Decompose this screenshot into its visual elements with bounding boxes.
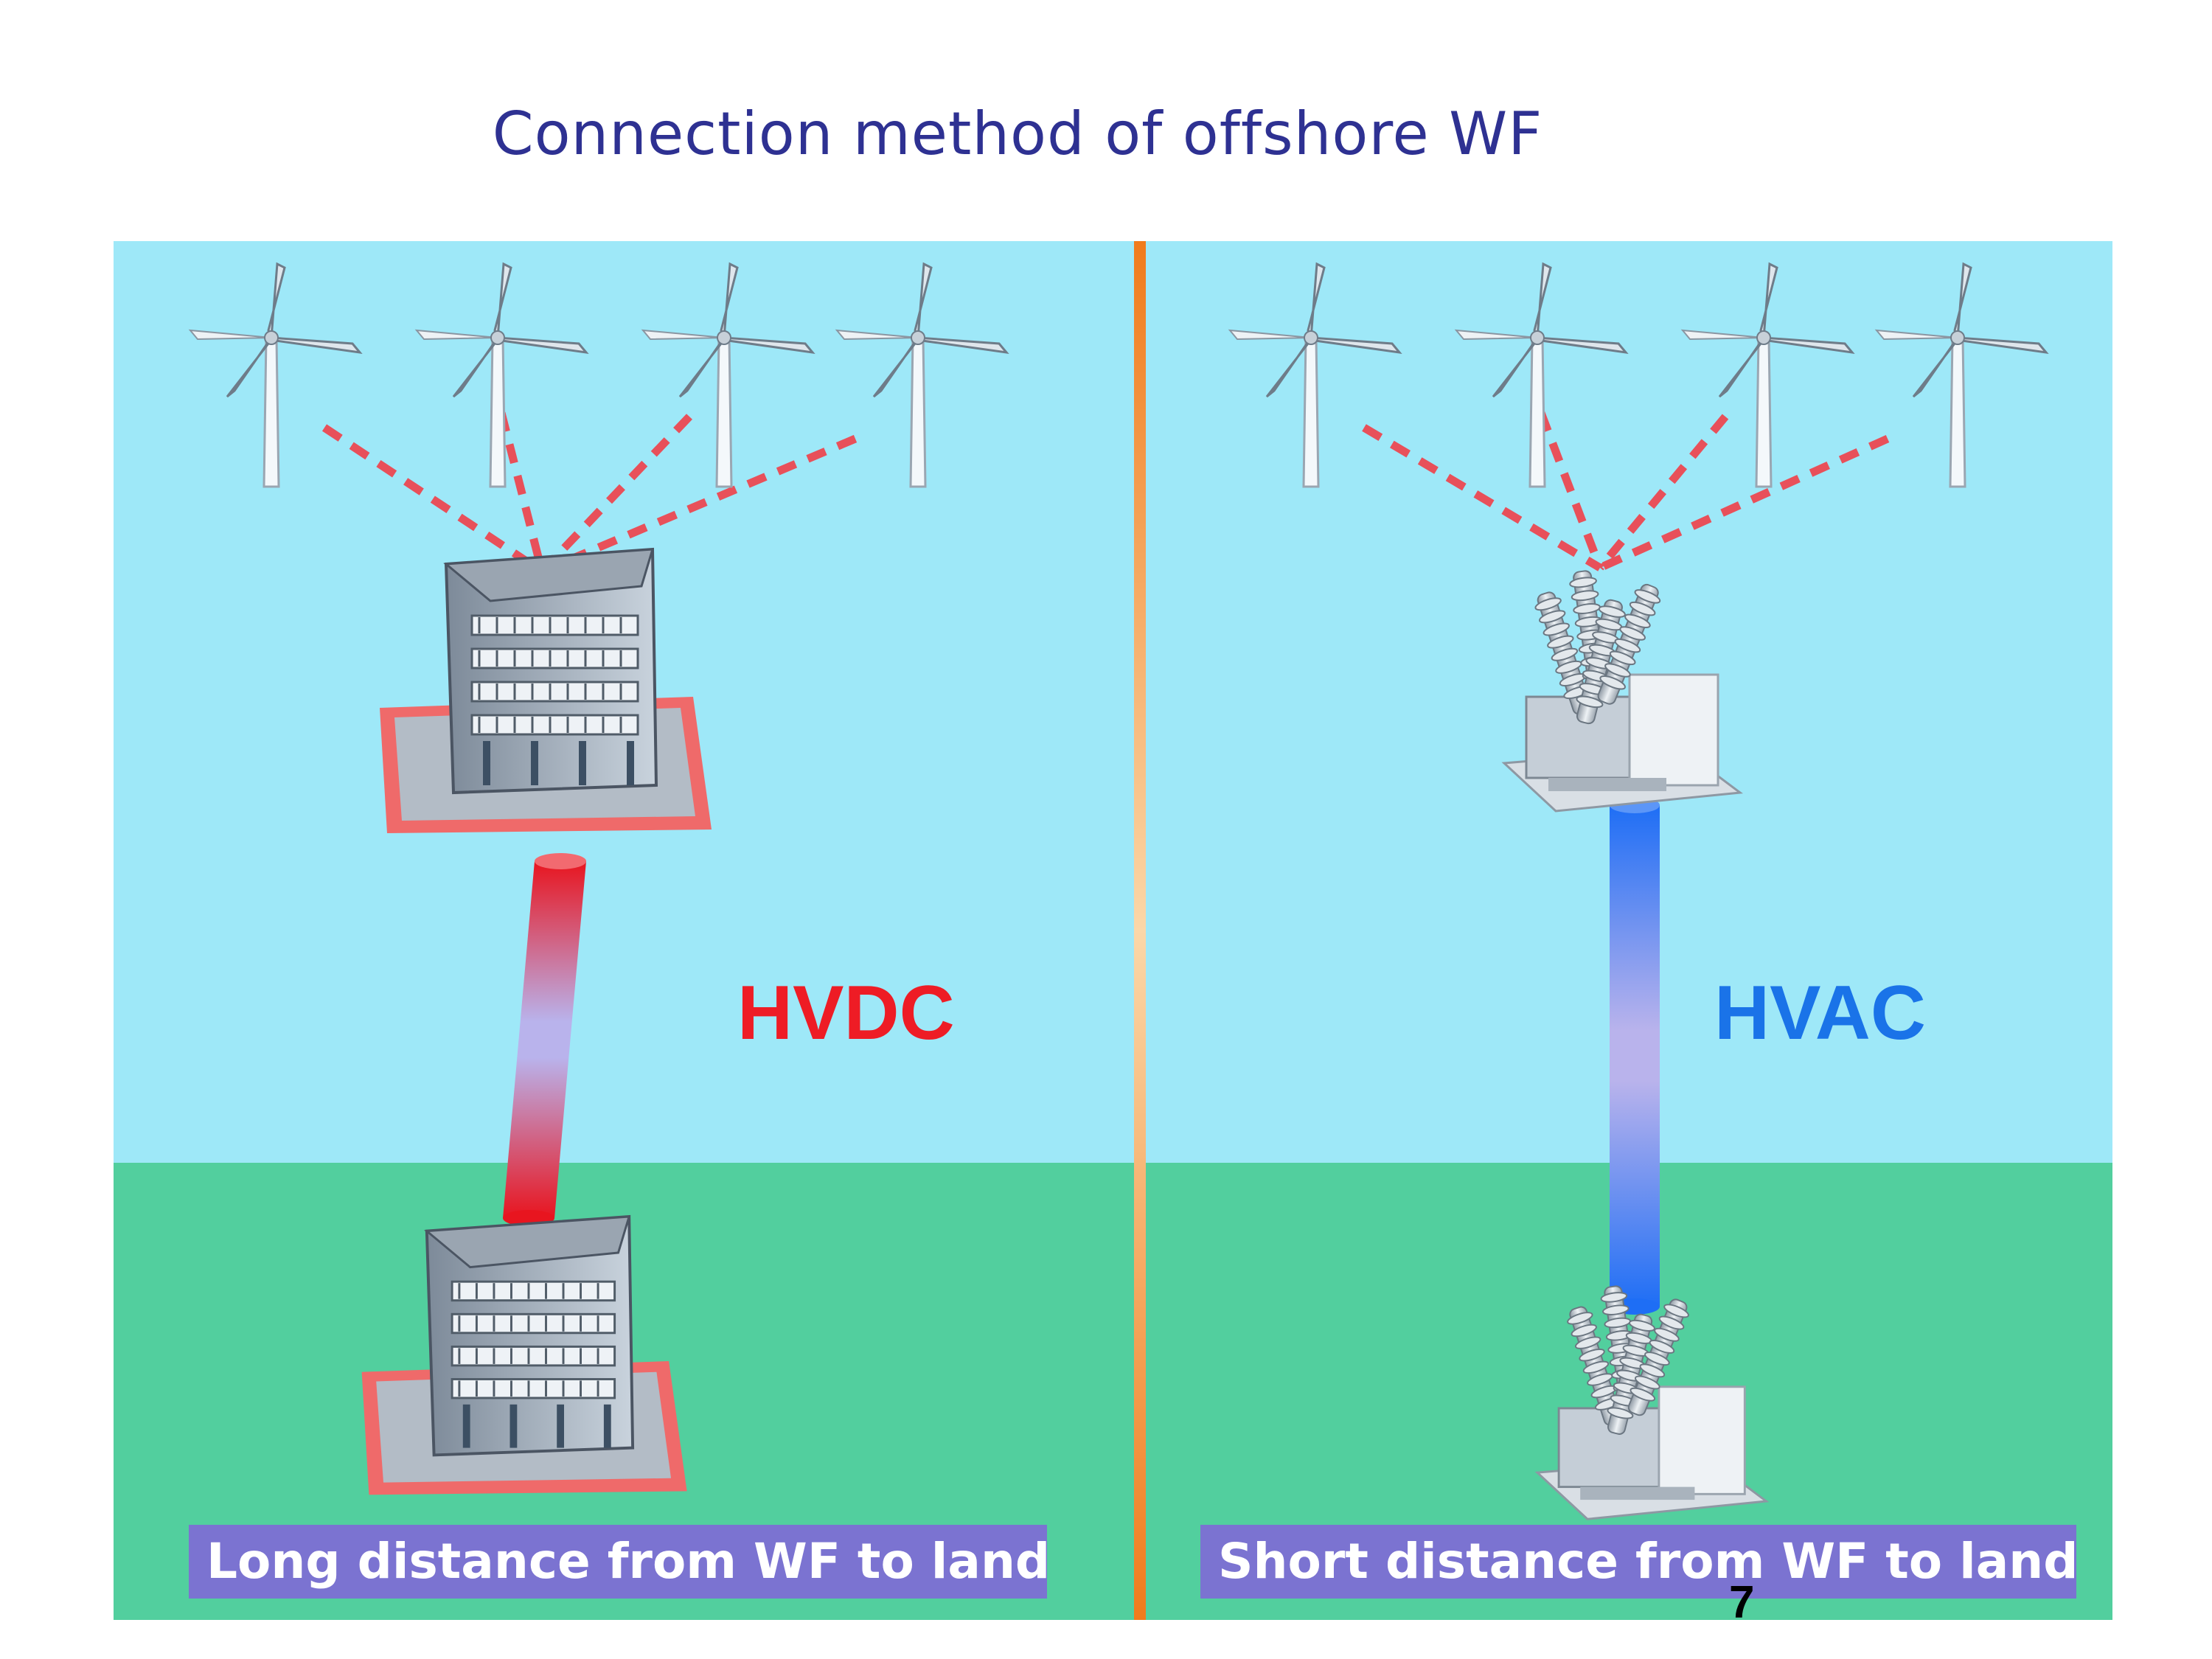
wind-turbines xyxy=(188,262,2049,488)
transformer-substation-icon xyxy=(1534,1285,1770,1520)
caption-long-distance: Long distance from WF to land xyxy=(189,1525,1050,1599)
collector-cable-line xyxy=(1596,414,1729,571)
slide-title: Connection method of offshore WF xyxy=(492,100,1543,168)
collector-cable-line xyxy=(1362,424,1602,571)
transformer-substation-icon xyxy=(1501,570,1743,813)
collector-cable-line xyxy=(540,434,858,576)
page-number: 7 xyxy=(1729,1577,1755,1628)
panel-divider xyxy=(1134,241,1146,1620)
collector-cable-line xyxy=(497,411,546,573)
wind-turbine-icon xyxy=(1454,262,1629,488)
wind-turbine-icon xyxy=(1680,262,1855,488)
collector-cable-line xyxy=(539,414,692,574)
collector-cable-line xyxy=(321,424,545,575)
wind-turbine-icon xyxy=(1228,262,1402,488)
hvac-cable xyxy=(1610,797,1660,1315)
hvdc-cable xyxy=(503,853,586,1226)
wind-turbine-icon xyxy=(414,262,589,488)
collector-lines-right xyxy=(1362,411,1890,572)
wind-turbine-icon xyxy=(835,262,1009,488)
collector-cable-line xyxy=(1537,411,1604,569)
caption-short-distance: Short distance from WF to land xyxy=(1200,1525,2079,1599)
hvdc-label: HVDC xyxy=(737,970,955,1056)
wind-turbine-icon xyxy=(188,262,363,488)
wind-turbine-icon xyxy=(1874,262,2049,488)
converter-station-icon xyxy=(380,547,712,833)
converter-station-icon xyxy=(361,1214,687,1495)
collector-lines-left xyxy=(321,411,858,576)
hvac-label: HVAC xyxy=(1714,970,1926,1056)
collector-cable-line xyxy=(1598,434,1890,572)
wind-turbine-icon xyxy=(641,262,815,488)
